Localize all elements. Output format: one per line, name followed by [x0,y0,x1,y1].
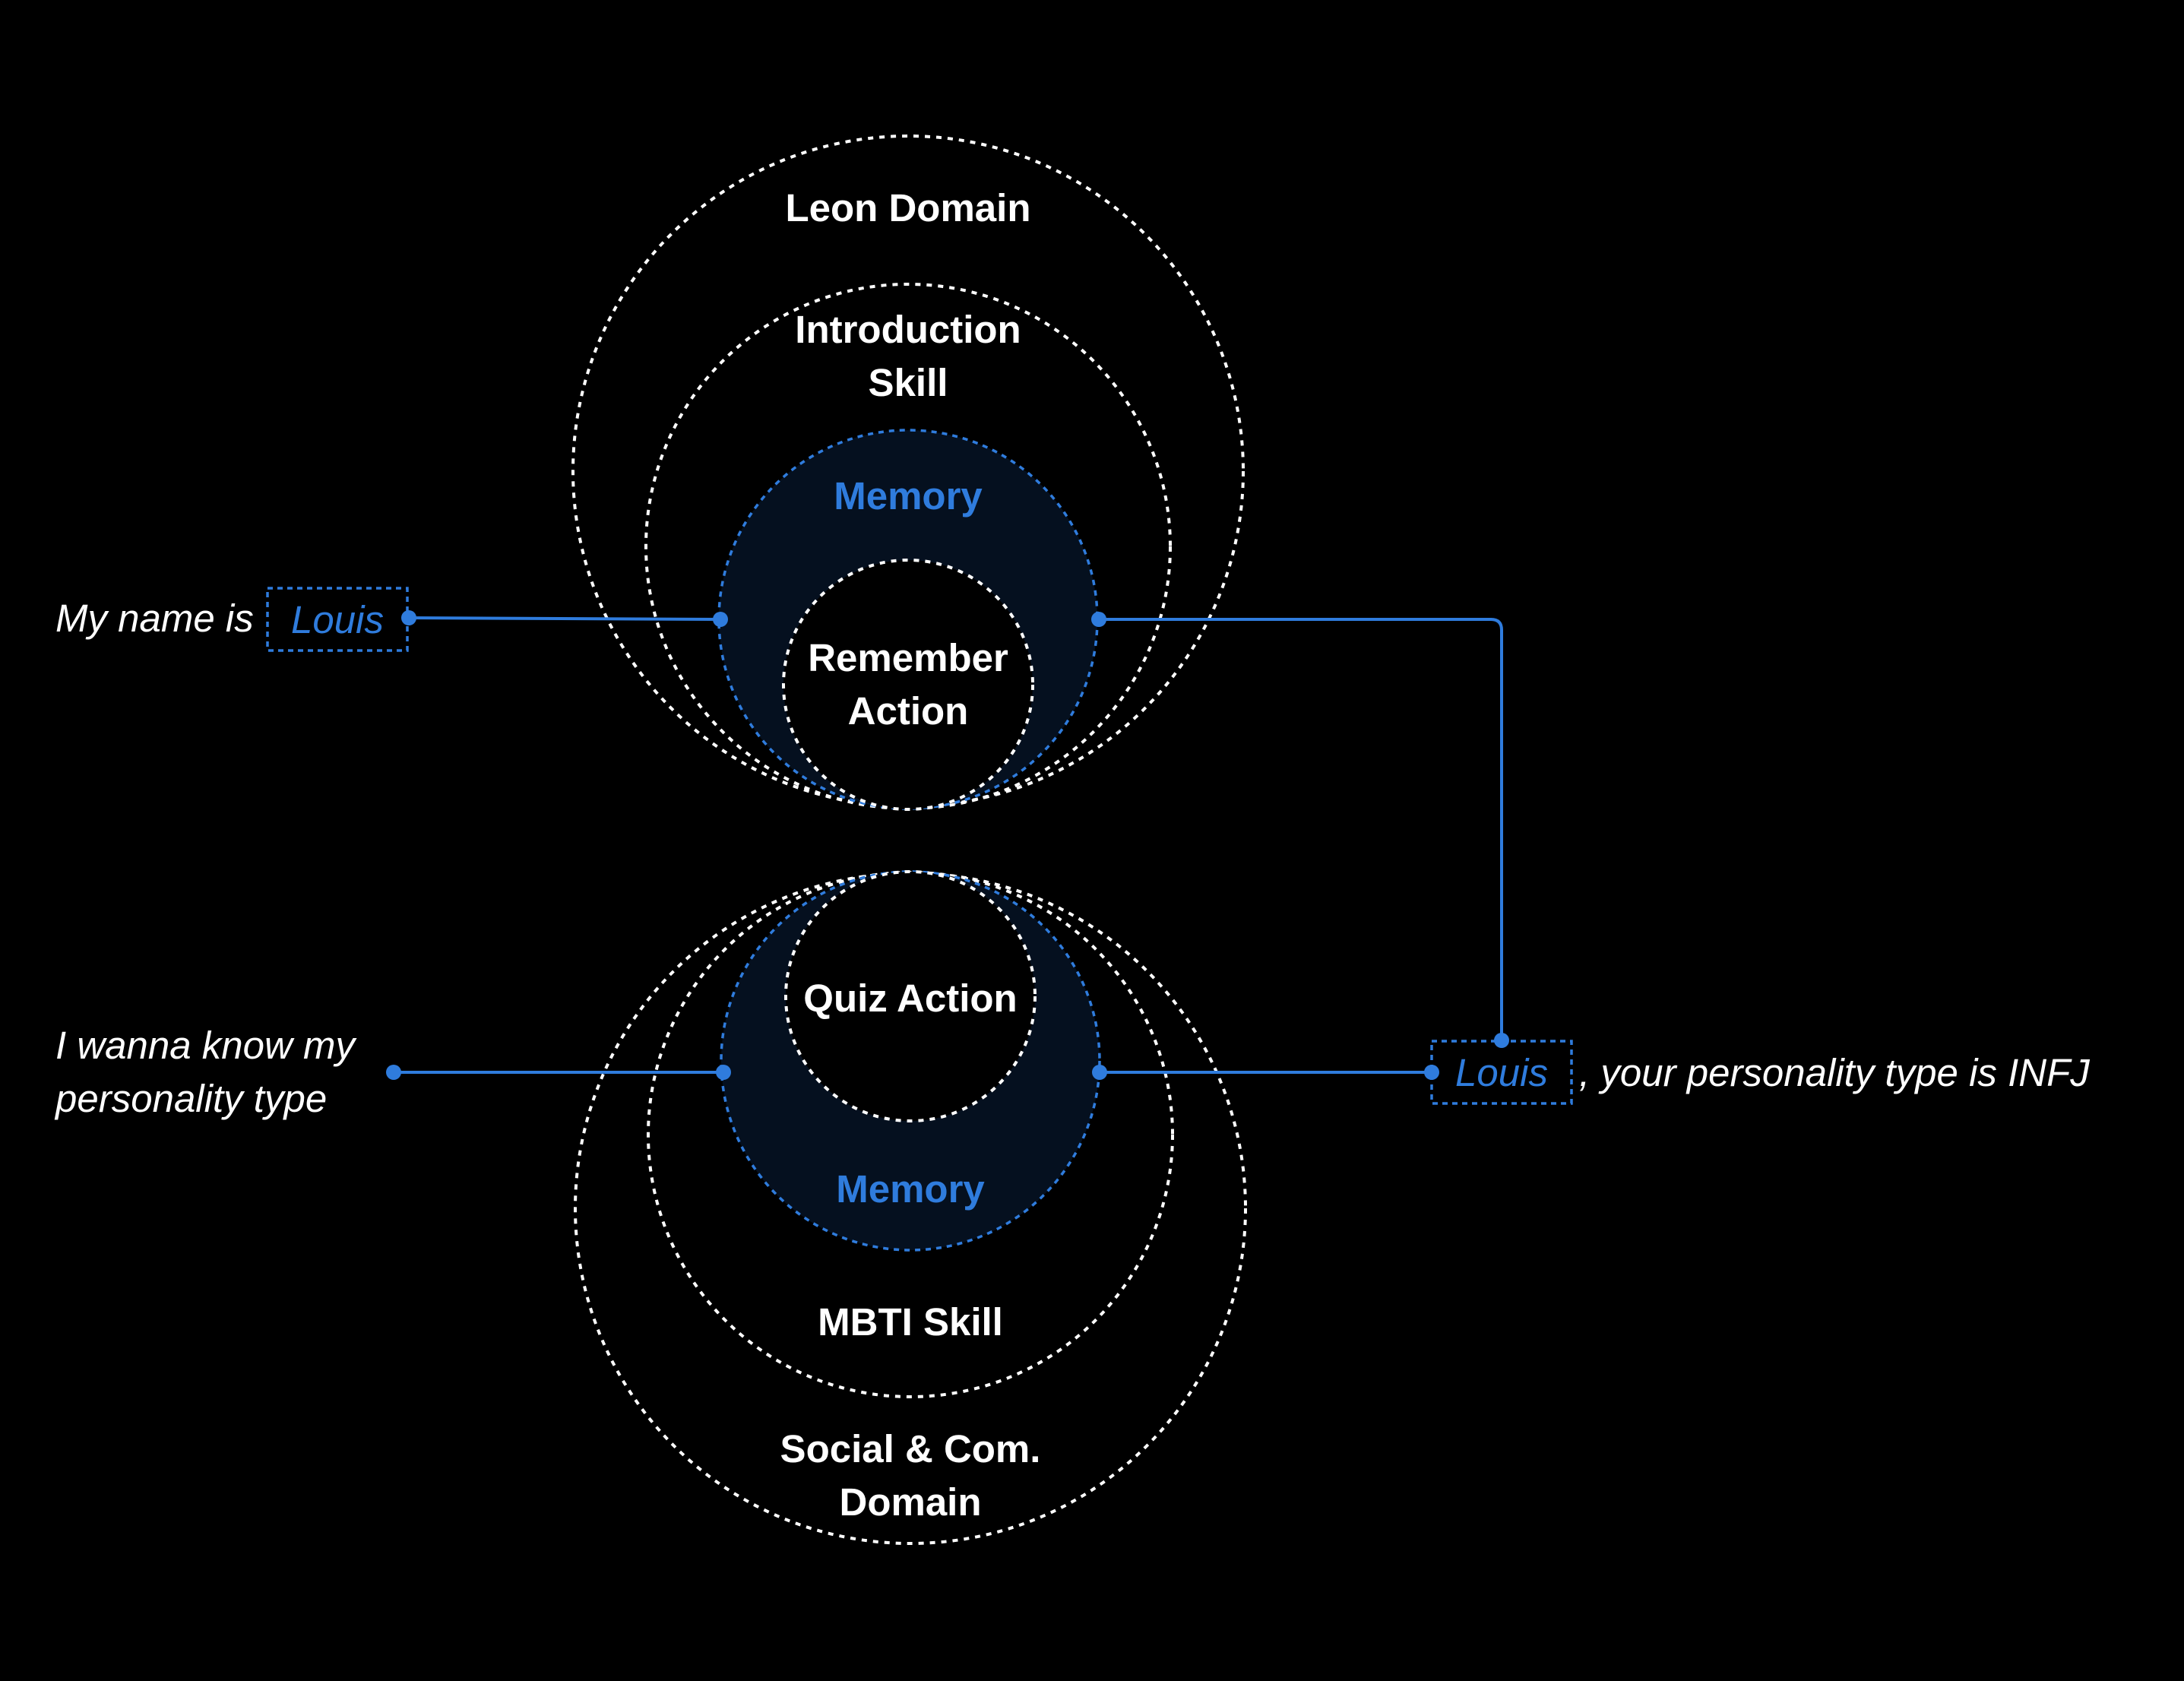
output-suffix: , your personality type is INFJ [1579,1051,2090,1094]
quiz-action-label: Quiz Action [803,977,1017,1020]
introduction-skill-label-line2: Skill [869,361,948,404]
output-name: Louis [1455,1051,1548,1094]
top-circle-group: Leon Domain Introduction Skill Memory Re… [571,135,1245,811]
input2-dot-start [386,1065,401,1080]
top-memory-right-dot [1091,612,1106,627]
input2-line1: I wanna know my [55,1024,358,1067]
input2-line2: personality type [54,1077,327,1120]
input1-name-box [266,587,409,652]
input1-connector [408,616,721,621]
input1-prefix: My name is [55,597,254,640]
memory-to-output-connector [1099,618,1503,1040]
mbti-skill-label: MBTI Skill [818,1300,1003,1344]
quiz-action-circle [784,870,1037,1122]
remember-action-circle [782,559,1034,811]
remember-action-label-line2: Action [848,689,969,733]
bottom-memory-left-dot [716,1065,731,1080]
input1-dot-start [401,610,416,625]
output-group: Louis , your personality type is INFJ [1430,1040,2090,1105]
bottom-memory-label: Memory [836,1167,985,1211]
social-domain-label-line1: Social & Com. [780,1427,1041,1470]
bottom-memory-right-dot [1092,1065,1107,1080]
output-name-box [1430,1040,1573,1105]
connector-group [386,610,1509,1080]
leon-domain-label: Leon Domain [785,186,1030,230]
bottom-circle-group: Quiz Action Memory MBTI Skill Social & C… [574,870,1247,1545]
introduction-skill-label-line1: Introduction [795,308,1021,351]
input1-name: Louis [291,598,384,641]
remember-action-label-line1: Remember [808,636,1008,679]
social-domain-circle [574,872,1247,1545]
top-memory-left-dot [713,612,728,627]
social-domain-label-line2: Domain [839,1480,981,1524]
input2-group: I wanna know my personality type [54,1024,358,1120]
input1-group: My name is Louis [55,587,409,652]
top-memory-label: Memory [834,474,983,518]
output-left-dot [1424,1065,1439,1080]
